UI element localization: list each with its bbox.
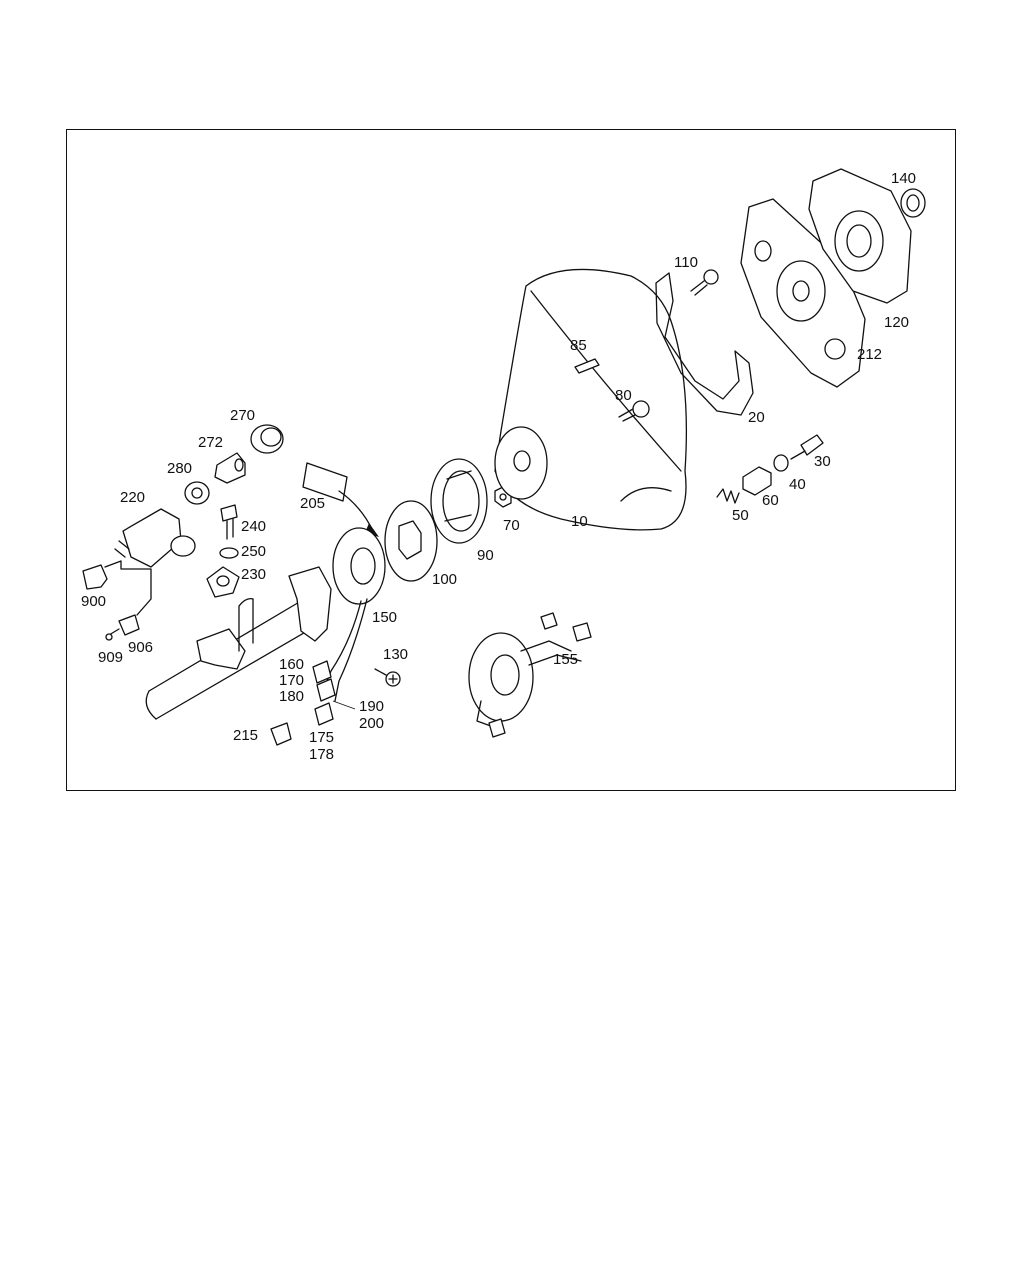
label-190: 190	[359, 698, 385, 715]
diagram-frame: 140 110 120 212 85 80 20 270 272 30 280 …	[66, 129, 956, 791]
frame-bracket-20	[655, 272, 754, 416]
label-220: 220	[120, 489, 146, 506]
clock-spring-155	[468, 612, 592, 738]
exploded-view-drawing	[82, 168, 926, 746]
spacer-60	[742, 466, 772, 496]
ring-90	[430, 458, 488, 544]
label-40: 40	[789, 476, 806, 493]
label-100: 100	[432, 571, 458, 588]
clamp-230	[206, 566, 240, 598]
label-205: 205	[300, 495, 326, 512]
bolt-240	[220, 504, 238, 540]
bolt-80	[618, 400, 650, 422]
connector-215	[270, 722, 292, 746]
connector-900	[82, 564, 108, 590]
label-250: 250	[241, 543, 267, 560]
label-180: 180	[279, 688, 305, 705]
airbag-cover-120	[808, 168, 912, 304]
label-30: 30	[814, 453, 831, 470]
emblem-140	[900, 188, 926, 218]
label-906: 906	[128, 639, 154, 656]
label-155: 155	[553, 651, 579, 668]
label-280: 280	[167, 460, 193, 477]
washer-250	[219, 547, 239, 559]
label-85: 85	[570, 337, 587, 354]
label-178: 178	[309, 746, 335, 763]
airbag-housing-212	[740, 198, 866, 388]
label-10: 10	[571, 513, 588, 530]
label-20: 20	[748, 409, 765, 426]
label-272: 272	[198, 434, 224, 451]
label-212: 212	[857, 346, 883, 363]
contact-plate-150	[312, 527, 386, 726]
label-270: 270	[230, 407, 256, 424]
cap-270	[250, 424, 284, 454]
screw-110	[690, 269, 719, 296]
label-200: 200	[359, 715, 385, 732]
label-215: 215	[233, 727, 259, 744]
label-230: 230	[241, 566, 267, 583]
label-150: 150	[372, 609, 398, 626]
connector-906	[108, 614, 140, 636]
screw-30	[790, 434, 824, 460]
bushing-280	[184, 481, 210, 505]
spring-50	[716, 488, 740, 504]
label-140: 140	[891, 170, 917, 187]
steering-hub-10	[494, 268, 688, 531]
label-110: 110	[674, 254, 698, 271]
card-205	[302, 462, 379, 537]
bracket-85	[574, 358, 600, 374]
label-70: 70	[503, 517, 520, 534]
label-909: 909	[98, 649, 124, 666]
sleeve-272	[214, 452, 246, 484]
label-80: 80	[615, 387, 632, 404]
label-160: 160	[279, 656, 305, 673]
label-50: 50	[732, 507, 749, 524]
label-120: 120	[884, 314, 910, 331]
label-900: 900	[81, 593, 107, 610]
label-170: 170	[279, 672, 305, 689]
plate-100	[384, 500, 438, 582]
label-130: 130	[383, 646, 409, 663]
screw-130	[374, 668, 401, 687]
label-240: 240	[241, 518, 267, 535]
switch-220	[104, 508, 196, 616]
label-90: 90	[477, 547, 494, 564]
pin-909	[105, 633, 113, 641]
washer-40	[773, 454, 789, 472]
label-60: 60	[762, 492, 779, 509]
steering-column	[145, 566, 332, 720]
label-175: 175	[309, 729, 335, 746]
